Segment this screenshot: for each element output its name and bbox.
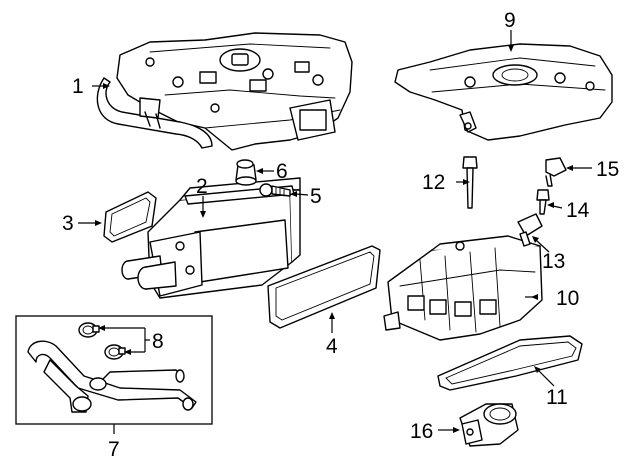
callout-8: 8 xyxy=(152,330,164,353)
callout-1: 1 xyxy=(72,75,84,98)
callout-6: 6 xyxy=(276,160,288,183)
hose-kit-box xyxy=(15,315,213,425)
callout-15: 15 xyxy=(596,158,619,181)
bolt-12 xyxy=(462,156,478,209)
callout-3: 3 xyxy=(62,212,74,235)
grommet-6 xyxy=(235,159,257,186)
bolt-5 xyxy=(259,183,291,197)
gasket-11 xyxy=(437,335,583,391)
callout-9: 9 xyxy=(504,9,516,32)
callout-16: 16 xyxy=(410,420,433,443)
sensor-15 xyxy=(545,157,567,187)
leader-lines xyxy=(78,30,592,434)
callout-2: 2 xyxy=(196,175,208,198)
callout-7: 7 xyxy=(108,438,120,461)
callout-12: 12 xyxy=(422,171,445,194)
gasket-4 xyxy=(267,245,381,329)
callout-10: 10 xyxy=(556,287,579,310)
sensor-13 xyxy=(517,213,543,247)
callout-4: 4 xyxy=(326,335,338,358)
lower-intake-manifold xyxy=(383,235,543,341)
engine-cover xyxy=(394,43,613,141)
callout-labels: 1 2 3 4 5 6 7 8 9 10 11 12 13 14 15 16 xyxy=(62,9,619,461)
callout-13: 13 xyxy=(542,250,565,273)
callout-5: 5 xyxy=(310,185,322,208)
intercooler xyxy=(121,177,301,299)
callout-14: 14 xyxy=(566,199,590,222)
supercharger-assembly xyxy=(96,32,353,151)
callout-11: 11 xyxy=(546,386,568,409)
bolt-14 xyxy=(536,189,550,215)
throttle-body xyxy=(459,403,519,447)
gasket-3 xyxy=(103,191,157,243)
